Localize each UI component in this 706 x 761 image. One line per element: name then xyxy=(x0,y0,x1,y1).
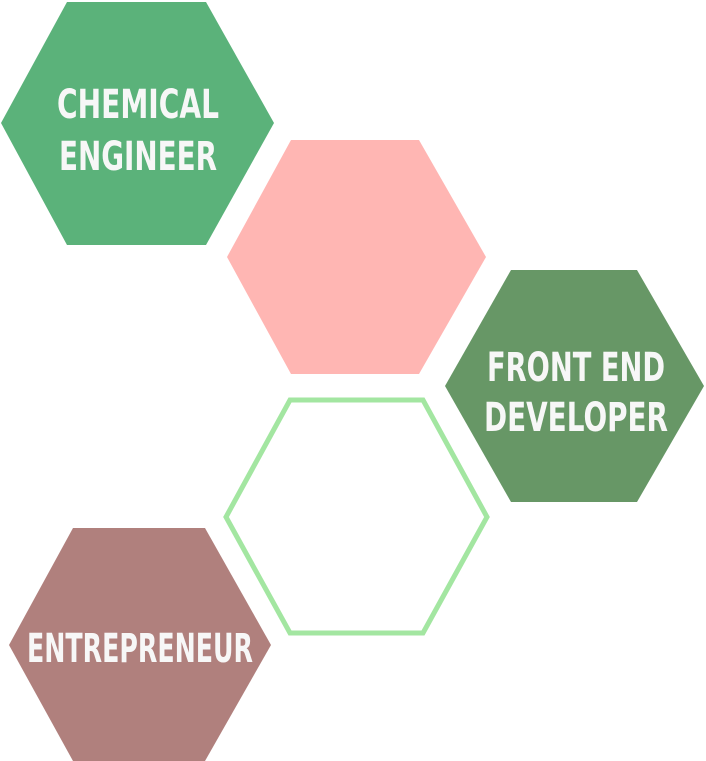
hexagon-front-end-developer: FRONT END DEVELOPER xyxy=(445,270,704,502)
hexagon-front-end-developer-line-1: FRONT END xyxy=(487,345,665,391)
hexagon-front-end-developer-shape xyxy=(445,270,704,502)
hexagon-chemical-engineer-line-2: ENGINEER xyxy=(59,134,217,180)
hexagon-chemical-engineer-line-1: CHEMICAL xyxy=(57,82,219,128)
hexagon-entrepreneur-label: ENTREPRENEUR xyxy=(27,626,253,672)
hexagon-outline xyxy=(223,397,490,636)
hexagon-chemical-engineer-shape xyxy=(1,2,274,245)
hexagon-chemical-engineer: CHEMICAL ENGINEER xyxy=(1,2,274,245)
hexagon-entrepreneur: ENTREPRENEUR xyxy=(9,528,271,761)
hexagon-outline-shape xyxy=(223,397,490,636)
hexagon-front-end-developer-line-2: DEVELOPER xyxy=(484,395,668,441)
hexagon-entrepreneur-shape xyxy=(9,528,271,761)
hexagon-pink-shape xyxy=(227,140,486,374)
hexagon-pink xyxy=(227,140,486,374)
